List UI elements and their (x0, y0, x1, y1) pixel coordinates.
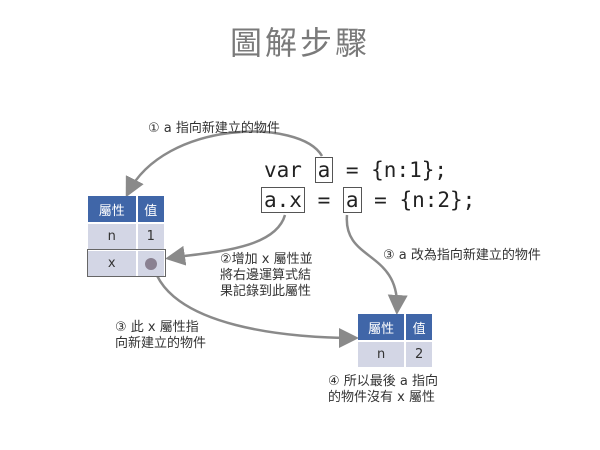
code-box-ax: a.x (261, 187, 305, 213)
pointer-dot-icon (144, 257, 157, 270)
annotation-line: ④ 所以最後 a 指向 (328, 374, 439, 389)
cell-value-pointer (136, 249, 167, 276)
cell-key: n (88, 222, 138, 250)
arrow-step3-left (150, 257, 359, 348)
annotation-step3-left: ③ 此 x 屬性指 向新建立的物件 (115, 320, 206, 352)
header-value: 值 (136, 196, 167, 223)
arrow-step1 (125, 130, 324, 198)
code-box-a2: a (342, 187, 362, 213)
cell-value: 1 (136, 222, 167, 250)
annotation-line: ②增加 x 屬性並 (220, 252, 313, 267)
annotation-step1: ① a 指向新建立的物件 (148, 121, 280, 136)
code-line-2: a.x = a = {n:2}; (261, 187, 475, 214)
code-line-1: var a = {n:1}; (264, 157, 447, 184)
arrow-step2 (165, 214, 287, 266)
page-title: 圖解步驟 (229, 24, 370, 62)
arrow-step3-right (345, 214, 408, 315)
cell-value: 2 (405, 340, 434, 367)
header-value: 值 (405, 314, 434, 341)
annotation-line: 將右邊運算式結 (220, 268, 312, 283)
cell-key: x (88, 249, 138, 276)
code-text: = (304, 188, 343, 212)
annotation-line: 果記錄到此屬性 (220, 284, 312, 299)
annotation-step2: ②增加 x 屬性並 將右邊運算式結 果記錄到此屬性 (220, 252, 313, 300)
header-property: 屬性 (358, 314, 407, 341)
header-property: 屬性 (88, 196, 138, 223)
annotation-step3-right: ③ a 改為指向新建立的物件 (383, 248, 541, 263)
cell-key: n (358, 340, 407, 367)
annotation-line: 向新建立的物件 (115, 336, 207, 351)
annotation-line: 的物件沒有 x 屬性 (328, 390, 435, 405)
code-text: = {n:2}; (361, 188, 476, 212)
annotation-line: ③ 此 x 屬性指 (115, 320, 199, 335)
annotation-step4: ④ 所以最後 a 指向 的物件沒有 x 屬性 (328, 374, 438, 406)
code-box-a: a (314, 157, 334, 183)
code-text: = {n:1}; (333, 158, 448, 182)
code-text: var (264, 158, 315, 182)
